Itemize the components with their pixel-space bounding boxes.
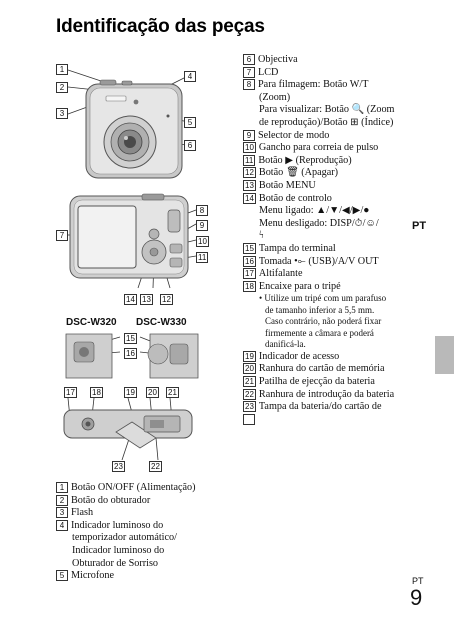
- section-thumb-tab: [435, 336, 454, 374]
- model-label-w320: DSC-W320: [66, 317, 117, 328]
- camera-side-illustration: [65, 333, 199, 379]
- item-number: 5: [56, 570, 68, 582]
- model-label-w330: DSC-W330: [136, 317, 187, 328]
- callout-23: 23: [112, 461, 125, 472]
- callout-4: 4: [184, 71, 196, 82]
- callout-15: 15: [124, 333, 137, 344]
- footer-language: PT: [412, 576, 424, 586]
- callout-7: 7: [56, 230, 68, 241]
- callout-1: 1: [56, 64, 68, 75]
- callout-8: 8: [196, 205, 208, 216]
- callout-3: 3: [56, 108, 68, 119]
- callout-20: 20: [146, 387, 159, 398]
- item-number: 2: [56, 494, 68, 506]
- callout-6: 6: [184, 140, 196, 151]
- callout-9: 9: [196, 220, 208, 231]
- camera-front-illustration: [67, 69, 189, 179]
- item-number: 1: [56, 482, 68, 493]
- item-number: 3: [56, 507, 68, 519]
- callout-2: 2: [56, 82, 68, 93]
- language-section-label: PT: [412, 220, 427, 232]
- callout-14: 14: [124, 294, 137, 305]
- callout-10: 10: [196, 236, 209, 247]
- callout-19: 19: [124, 387, 137, 398]
- item-number: 4: [56, 519, 68, 531]
- page-number: 9: [410, 585, 423, 610]
- callout-21: 21: [166, 387, 179, 398]
- callout-11: 11: [196, 252, 209, 263]
- list-item: [243, 413, 415, 425]
- callout-5: 5: [184, 117, 196, 128]
- callout-16: 16: [124, 348, 137, 359]
- camera-back-illustration: [66, 193, 197, 289]
- callout-13: 13: [140, 294, 153, 305]
- camera-bottom-illustration: [63, 398, 193, 460]
- callout-18: 18: [90, 387, 103, 398]
- callout-22: 22: [149, 461, 162, 472]
- callout-17: 17: [64, 387, 77, 398]
- callout-12: 12: [160, 294, 173, 305]
- page-title: Identificação das peças: [56, 16, 265, 37]
